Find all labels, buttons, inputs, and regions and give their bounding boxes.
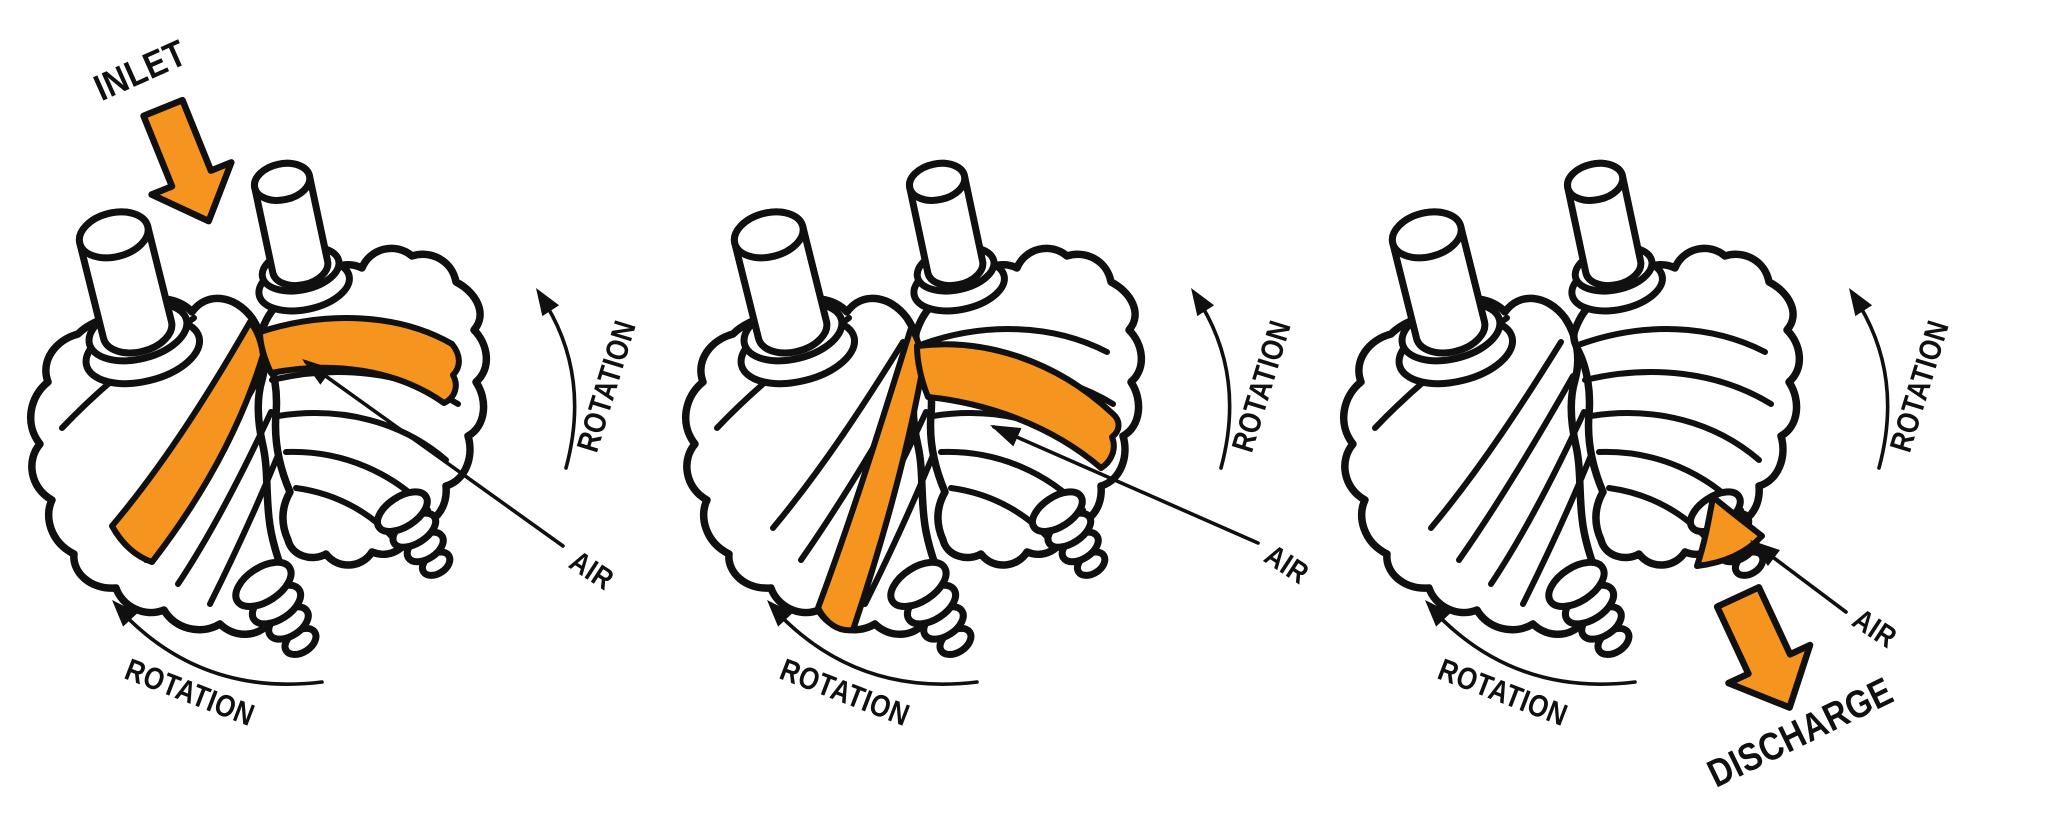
rotor-pair (1344, 155, 1888, 684)
rotation-label-lower: ROTATION (1433, 653, 1572, 734)
rotation-label-upper: ROTATION (571, 317, 644, 457)
stage-3-discharge: AIR ROTATION ROTATION DISCHARGE (1344, 155, 1957, 796)
rotor-pair (31, 155, 575, 684)
air-leader-arrowhead-icon (1750, 540, 1780, 567)
air-leader-line (304, 360, 565, 548)
air-label: AIR (564, 544, 620, 597)
rotation-label-lower: ROTATION (775, 653, 914, 734)
air-pocket-right-rotor (257, 315, 462, 406)
air-leader-arrowhead-icon (302, 359, 333, 385)
air-leader-arrowhead-icon (990, 425, 1022, 447)
inlet-label: INLET (88, 32, 193, 109)
rotation-label-lower: ROTATION (120, 653, 259, 734)
air-label: AIR (1847, 602, 1903, 655)
stage-1-intake: AIR ROTATION ROTATION INLET (31, 32, 644, 734)
air-pocket-right-rotor (914, 341, 1122, 471)
air-pocket-discharge (1694, 494, 1765, 569)
stage-2-compression: AIR ROTATION ROTATION (686, 155, 1315, 734)
discharge-label: DISCHARGE (1700, 668, 1899, 796)
rotation-label-upper: ROTATION (1884, 317, 1957, 457)
air-label: AIR (1259, 538, 1315, 591)
rotor-pair (686, 155, 1230, 684)
rotation-label-upper: ROTATION (1226, 317, 1299, 457)
discharge-arrow-icon (1713, 584, 1814, 711)
air-leader-line (992, 425, 1260, 545)
inlet-arrow-icon (140, 96, 235, 225)
